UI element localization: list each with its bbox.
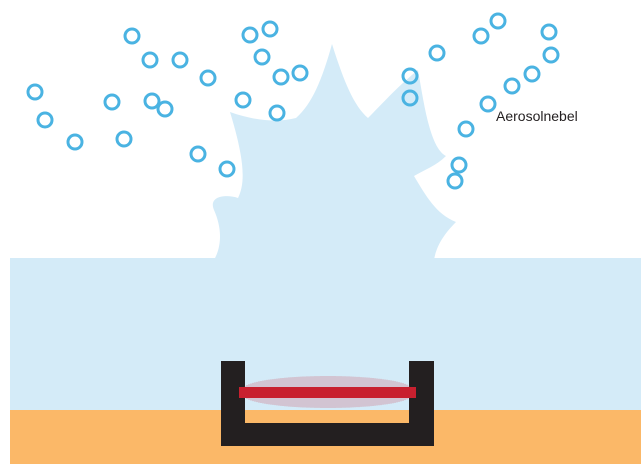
aerosol-droplet xyxy=(117,132,131,146)
aerosol-droplet xyxy=(525,67,539,81)
aerosol-droplet xyxy=(125,29,139,43)
aerosol-droplet xyxy=(220,162,234,176)
aerosol-droplet xyxy=(158,102,172,116)
aerosol-droplet xyxy=(474,29,488,43)
aerosol-droplet xyxy=(274,70,288,84)
aerosol-droplet xyxy=(236,93,250,107)
aerosol-droplet xyxy=(542,25,556,39)
aerosol-droplet xyxy=(459,122,473,136)
aerosol-droplet xyxy=(452,158,466,172)
liquid-fountain xyxy=(213,44,456,260)
aerosol-droplet xyxy=(430,46,444,60)
aerosol-droplet xyxy=(505,79,519,93)
aerosol-droplet xyxy=(28,85,42,99)
aerosol-droplet xyxy=(143,53,157,67)
aerosol-droplet xyxy=(491,14,505,28)
aerosol-droplet xyxy=(255,50,269,64)
aerosol-droplet xyxy=(191,147,205,161)
aerosol-label: Aerosolnebel xyxy=(496,108,578,124)
aerosol-droplet xyxy=(145,94,159,108)
aerosol-droplet xyxy=(201,71,215,85)
aerosol-droplet xyxy=(68,135,82,149)
aerosol-droplet xyxy=(293,66,307,80)
aerosol-droplet xyxy=(105,95,119,109)
aerosol-droplet xyxy=(544,48,558,62)
aerosol-droplet xyxy=(263,22,277,36)
aerosol-droplet xyxy=(448,174,462,188)
transducer-plate xyxy=(239,387,416,398)
aerosol-droplet xyxy=(481,97,495,111)
aerosol-droplet xyxy=(173,53,187,67)
aerosol-droplet xyxy=(270,106,284,120)
aerosol-droplet xyxy=(243,28,257,42)
aerosol-droplet xyxy=(38,113,52,127)
